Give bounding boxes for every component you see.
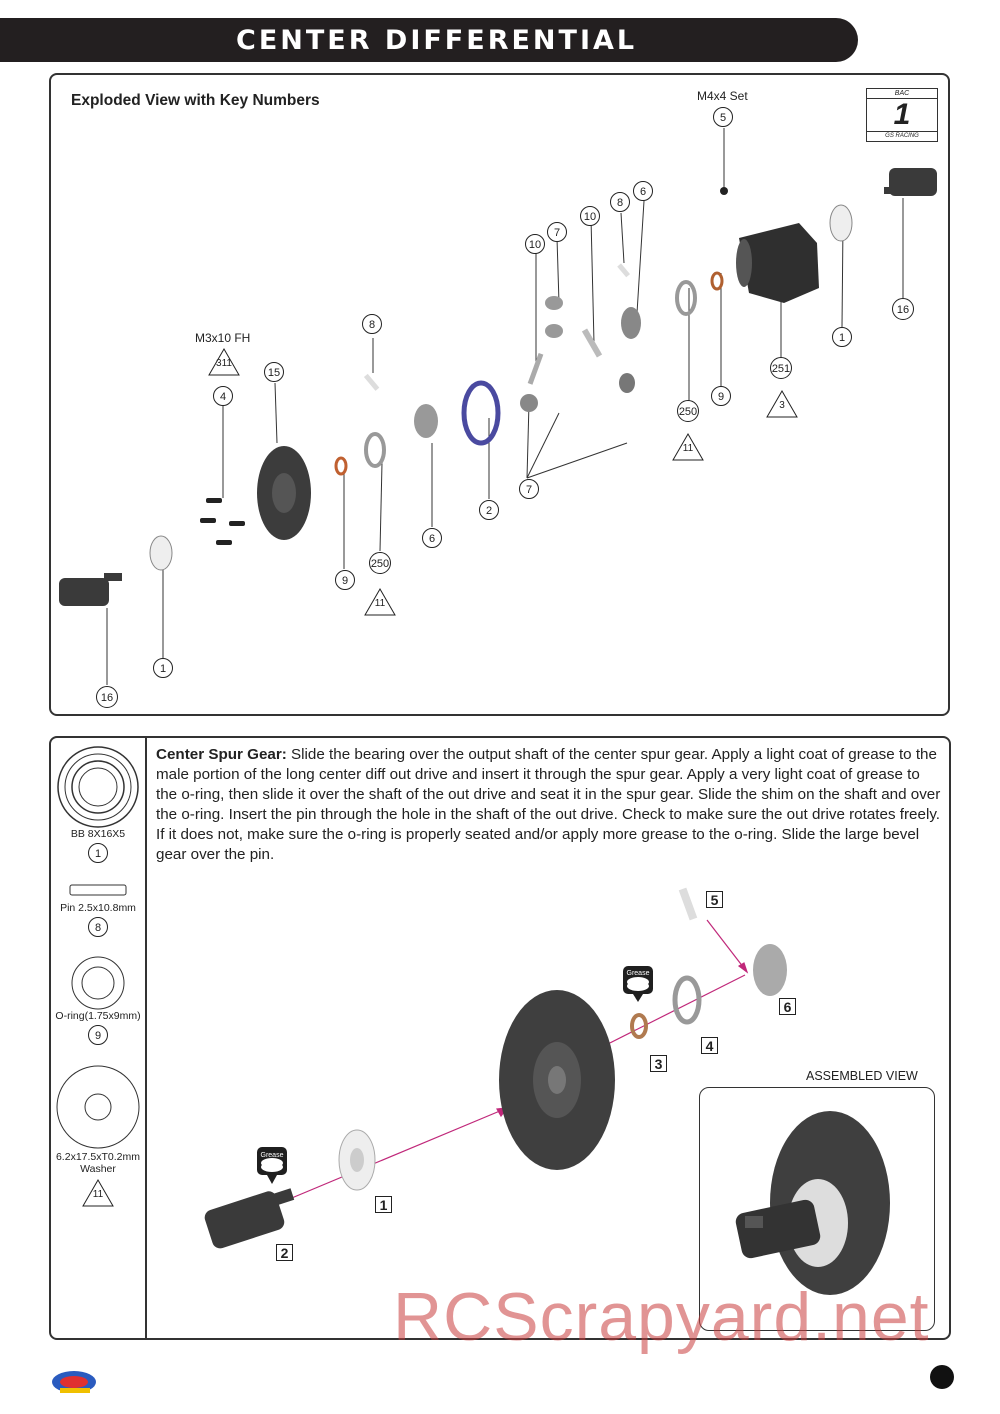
step-2: 2: [276, 1244, 293, 1261]
sidebar-key-11-triangle: 11: [81, 1178, 115, 1208]
assembled-view-label: ASSEMBLED VIEW: [806, 1069, 918, 1083]
key-11: 11: [682, 443, 694, 454]
m4x4-set-label: M4x4 Set: [697, 89, 748, 103]
key-311: 311: [216, 358, 232, 369]
bb-8x16x5-label: BB 8X16X5: [70, 828, 126, 840]
badge-number: 1: [893, 98, 911, 131]
sidebar-key-9: 9: [88, 1025, 108, 1045]
key-8: 8: [362, 314, 382, 334]
sidebar-key-1: 1: [88, 843, 108, 863]
key-11-triangle: 11: [363, 587, 397, 617]
key-9: 9: [335, 570, 355, 590]
key-1: 1: [832, 327, 852, 347]
washer-label: Washer: [80, 1163, 116, 1175]
key-4: 4: [213, 386, 233, 406]
key-8: 8: [610, 192, 630, 212]
instructions-paragraph: Center Spur Gear: Slide the bearing over…: [156, 745, 942, 865]
sidebar-key-11: 11: [92, 1189, 104, 1200]
exploded-view-heading: Exploded View with Key Numbers: [71, 92, 320, 109]
key-16: 16: [892, 298, 914, 320]
washer-size-label: 6.2x17.5xT0.2mm: [55, 1151, 141, 1163]
key-7: 7: [519, 479, 539, 499]
key-311-triangle: 311: [207, 347, 241, 377]
grease-label-3: Grease: [626, 970, 650, 977]
key-15: 15: [264, 362, 284, 382]
key-6: 6: [422, 528, 442, 548]
key-7: 7: [547, 222, 567, 242]
watermark: RCScrapyard.net: [393, 1279, 930, 1355]
bac-badge: BAC 1 GS RACING: [866, 88, 938, 142]
key-16: 16: [96, 686, 118, 708]
instructions-body: Slide the bearing over the output shaft …: [156, 746, 941, 863]
key-250: 250: [677, 400, 699, 422]
grease-label-2: Grease: [260, 1152, 284, 1159]
key-10: 10: [525, 234, 545, 254]
key-11-triangle: 11: [671, 432, 705, 462]
o-ring-label: O-ring(1.75x9mm): [55, 1010, 141, 1022]
step-1: 1: [375, 1196, 392, 1213]
sidebar-parts-drawing: [56, 746, 140, 1149]
step-4: 4: [701, 1037, 718, 1054]
key-2: 2: [479, 500, 499, 520]
sidebar-key-8: 8: [88, 917, 108, 937]
instructions-heading: Center Spur Gear:: [156, 746, 287, 763]
key-3-triangle: 3: [765, 389, 799, 419]
key-9: 9: [711, 386, 731, 406]
assembled-view-drawing: [735, 1111, 890, 1295]
exploded-parts-drawing: [59, 128, 937, 685]
exploded-view-panel: [49, 73, 950, 716]
key-251: 251: [770, 357, 792, 379]
assembled-view-box: [699, 1087, 935, 1331]
step-3: 3: [650, 1055, 667, 1072]
step-5: 5: [706, 891, 723, 908]
center-spur-gear-panel: [49, 736, 951, 1340]
step-6: 6: [779, 998, 796, 1015]
key-5: 5: [713, 107, 733, 127]
key-250: 250: [369, 552, 391, 574]
gs-racing-logo: [50, 1366, 100, 1401]
key-6: 6: [633, 181, 653, 201]
key-1: 1: [153, 658, 173, 678]
key-10: 10: [580, 206, 600, 226]
badge-bottom: GS RACING: [867, 131, 937, 141]
title-bar: [0, 18, 858, 62]
spur-gear-assembly-drawing: [204, 887, 787, 1249]
m3x10-fh-label: M3x10 FH: [195, 331, 251, 345]
page-marker: [930, 1365, 954, 1389]
pin-label: Pin 2.5x10.8mm: [60, 902, 136, 914]
key-3: 3: [779, 400, 785, 411]
badge-top: BAC: [867, 89, 937, 99]
key-11: 11: [374, 598, 386, 609]
page-title: CENTER DIFFERENTIAL: [236, 25, 638, 56]
sidebar-divider: [145, 736, 147, 1340]
